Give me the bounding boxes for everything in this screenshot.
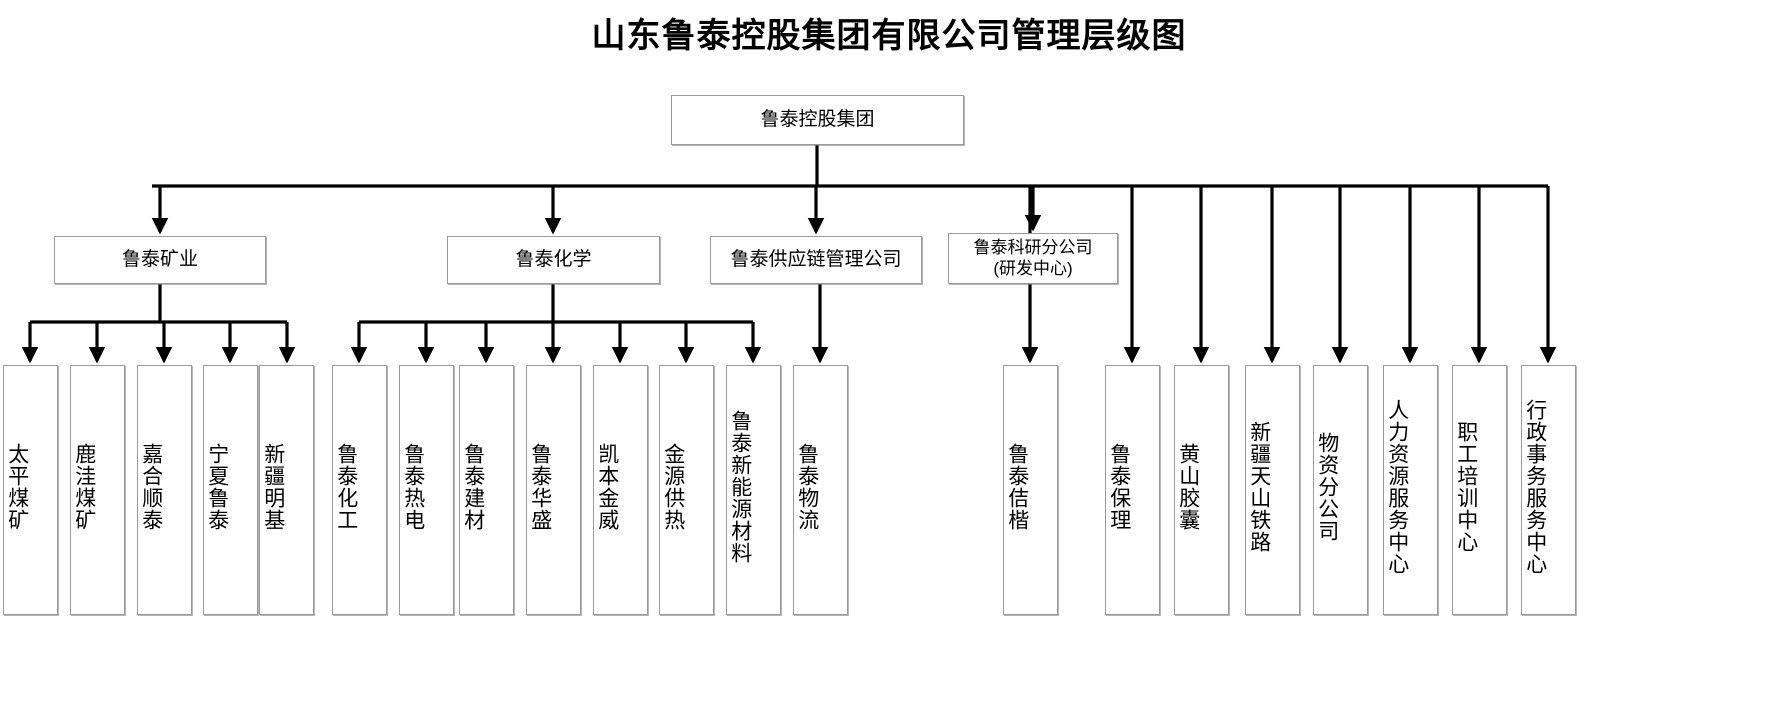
node-label: 鲁泰化学 bbox=[515, 248, 592, 270]
node-leaf-lutai-chemical[interactable]: 鲁泰化工 bbox=[332, 365, 387, 615]
node-leaf-jinyuan-heating[interactable]: 金源供热 bbox=[659, 365, 714, 615]
node-level2-chemistry[interactable]: 鲁泰化学 bbox=[447, 236, 660, 284]
node-leaf-lutai-thermal[interactable]: 鲁泰热电 bbox=[399, 365, 454, 615]
node-label: 鲁泰华盛 bbox=[528, 443, 552, 531]
node-label: 鲁泰佶楷 bbox=[1005, 443, 1029, 531]
node-label: 物资分公司 bbox=[1315, 432, 1339, 542]
node-label: 鹿洼煤矿 bbox=[72, 443, 96, 531]
node-label: 鲁泰物流 bbox=[795, 443, 819, 531]
node-label: 太平煤矿 bbox=[5, 443, 29, 531]
node-label: 职工培训中心 bbox=[1454, 421, 1478, 553]
node-leaf-materials-branch[interactable]: 物资分公司 bbox=[1313, 365, 1368, 615]
node-leaf-admin-service-center[interactable]: 行政事务服务中心 bbox=[1521, 365, 1576, 615]
node-leaf-lutai-huasheng[interactable]: 鲁泰华盛 bbox=[526, 365, 581, 615]
node-label: 鲁泰科研分公司 (研发中心) bbox=[973, 238, 1093, 278]
node-label: 宁夏鲁泰 bbox=[205, 443, 229, 531]
node-label: 新疆明基 bbox=[261, 443, 285, 531]
node-leaf-new-energy[interactable]: 鲁泰新能源材料 bbox=[726, 365, 781, 615]
node-leaf-lutai-materials[interactable]: 鲁泰建材 bbox=[459, 365, 514, 615]
node-label: 新疆天山铁路 bbox=[1247, 421, 1271, 553]
node-label: 鲁泰矿业 bbox=[121, 248, 198, 270]
node-leaf-training-center[interactable]: 职工培训中心 bbox=[1452, 365, 1507, 615]
page-title: 山东鲁泰控股集团有限公司管理层级图 bbox=[591, 18, 1187, 55]
node-label: 鲁泰新能源材料 bbox=[728, 410, 752, 564]
node-label: 黄山胶囊 bbox=[1176, 443, 1200, 531]
node-leaf-lutai-factoring[interactable]: 鲁泰保理 bbox=[1105, 365, 1160, 615]
node-leaf-lutai-logistics[interactable]: 鲁泰物流 bbox=[793, 365, 848, 615]
node-level2-research[interactable]: 鲁泰科研分公司 (研发中心) bbox=[948, 233, 1118, 284]
node-level2-mining[interactable]: 鲁泰矿业 bbox=[54, 236, 266, 284]
node-label: 鲁泰控股集团 bbox=[760, 108, 875, 130]
node-leaf-ningxia-lutai[interactable]: 宁夏鲁泰 bbox=[203, 365, 258, 615]
node-label: 鲁泰化工 bbox=[334, 443, 358, 531]
node-label: 鲁泰建材 bbox=[461, 443, 485, 531]
node-leaf-xinjiang-mingji[interactable]: 新疆明基 bbox=[259, 365, 314, 615]
node-level2-supply-chain[interactable]: 鲁泰供应链管理公司 bbox=[710, 236, 922, 284]
node-leaf-lutai-jiekai[interactable]: 鲁泰佶楷 bbox=[1003, 365, 1058, 615]
node-leaf-kaiben-jinwei[interactable]: 凯本金威 bbox=[593, 365, 648, 615]
node-label: 行政事务服务中心 bbox=[1523, 399, 1547, 575]
node-label: 鲁泰供应链管理公司 bbox=[730, 248, 902, 270]
node-label: 凯本金威 bbox=[595, 443, 619, 531]
node-label: 鲁泰热电 bbox=[401, 443, 425, 531]
node-leaf-jiaheshuntai[interactable]: 嘉合顺泰 bbox=[137, 365, 192, 615]
node-root[interactable]: 鲁泰控股集团 bbox=[671, 95, 964, 145]
node-leaf-luwa-coal[interactable]: 鹿洼煤矿 bbox=[70, 365, 125, 615]
node-leaf-huangshan-capsule[interactable]: 黄山胶囊 bbox=[1174, 365, 1229, 615]
node-leaf-taiping-coal[interactable]: 太平煤矿 bbox=[3, 365, 58, 615]
node-label: 金源供热 bbox=[661, 443, 685, 531]
node-label: 嘉合顺泰 bbox=[139, 443, 163, 531]
node-leaf-tianshan-railway[interactable]: 新疆天山铁路 bbox=[1245, 365, 1300, 615]
node-leaf-hr-service-center[interactable]: 人力资源服务中心 bbox=[1383, 365, 1438, 615]
node-label: 人力资源服务中心 bbox=[1385, 399, 1409, 575]
node-label: 鲁泰保理 bbox=[1107, 443, 1131, 531]
